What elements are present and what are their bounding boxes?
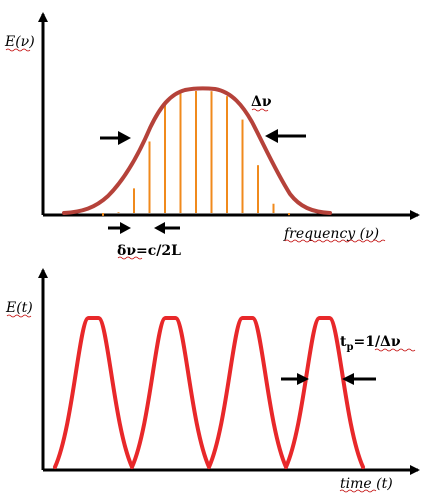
mode-spacing-label: δν=c/2L: [117, 243, 181, 259]
arrow-right-icon: [108, 222, 131, 234]
time-plot-x-label: time (t): [340, 476, 393, 492]
longitudinal-modes: [102, 91, 290, 216]
arrow-right-icon: [100, 131, 131, 145]
arrow-right-icon: [281, 373, 309, 385]
pulse-train: [53, 316, 365, 469]
frequency-plot: E(ν) frequency (ν) Δν δν=c/2L: [4, 12, 420, 260]
pulse-width-label-underline: [374, 348, 416, 352]
arrow-left-icon: [265, 129, 306, 143]
arrow-left-icon: [342, 373, 376, 385]
pulse-width-label: tp=1/Δν: [340, 334, 401, 353]
time-plot: E(t) time (t) tp=1/Δν: [5, 268, 420, 493]
time-plot-y-label: E(t): [5, 300, 33, 316]
time-plot-x-label-underline: [339, 489, 377, 493]
spectral-envelope: [62, 86, 332, 215]
frequency-plot-y-label-underline: [5, 48, 31, 52]
bandwidth-label: Δν: [251, 94, 272, 110]
mode-spacing-label-underline: [117, 256, 143, 260]
frequency-plot-x-label: frequency (ν): [283, 226, 379, 242]
frequency-plot-x-label-underline: [284, 239, 386, 243]
frequency-plot-y-label: E(ν): [4, 34, 35, 50]
time-plot-y-label-underline: [6, 314, 32, 318]
arrow-left-icon: [154, 222, 180, 234]
bandwidth-label-underline: [251, 108, 269, 112]
